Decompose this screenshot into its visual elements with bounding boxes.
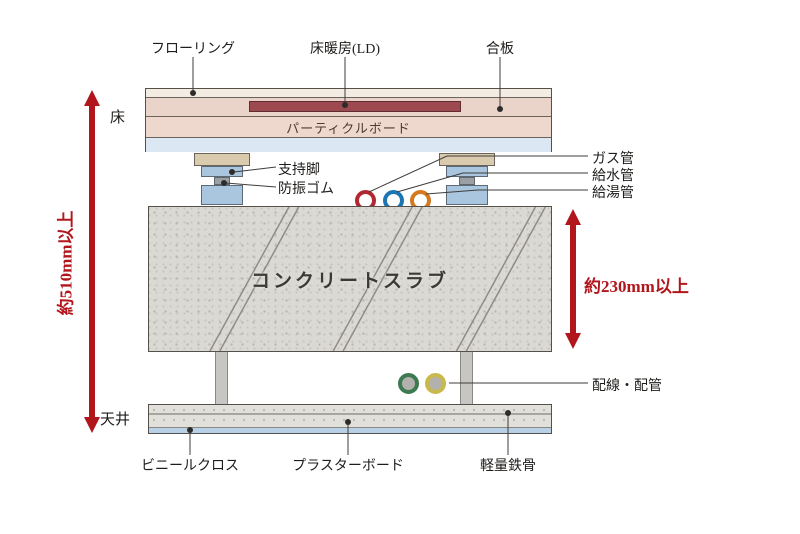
lightweight-steel-label: 軽量鉄骨 [480, 459, 536, 474]
particle-board-label: パーティクルボード [286, 120, 411, 136]
floor-heating-label: 床暖房(LD) [310, 42, 380, 57]
support-leg-base [446, 185, 488, 205]
support-leg-body [446, 166, 488, 177]
support-leg-right [439, 153, 495, 205]
vinyl-cloth-layer [149, 428, 551, 433]
vinyl-cloth-label: ビニールクロス [141, 459, 239, 474]
plaster-board-label: プラスターボード [292, 459, 404, 474]
vibration-rubber-label: 防振ゴム [278, 182, 334, 197]
flooring-layer [146, 89, 551, 98]
lightweight-steel-frame [149, 413, 551, 415]
flooring-label: フローリング [151, 42, 235, 57]
water-supply-pipe-label: 給水管 [592, 169, 634, 184]
ceiling-label: 天井 [100, 412, 131, 428]
wiring-circle-green [398, 373, 419, 394]
support-leg-label: 支持脚 [278, 163, 320, 178]
slab-hatch-lines [209, 207, 546, 351]
base-board-layer [146, 138, 551, 152]
concrete-slab: コンクリートスラブ [148, 206, 552, 352]
wiring-piping-label: 配線・配管 [592, 379, 662, 394]
support-leg-base [201, 185, 243, 205]
support-leg-left [194, 153, 250, 205]
hanger-post-right [460, 352, 473, 404]
floor-label: 床 [110, 110, 126, 126]
floor-heating-strip [249, 101, 461, 112]
wiring-circle-yellow [425, 373, 446, 394]
support-leg-plate [439, 153, 495, 166]
ceiling-assembly [148, 404, 552, 434]
total-height-arrow [84, 90, 100, 433]
particle-board-layer: パーティクルボード [146, 117, 551, 138]
slab-thickness-arrow [565, 209, 581, 349]
total-height-dimension-label: 約510mm以上 [56, 210, 76, 316]
plywood-layer [146, 98, 551, 117]
gas-pipe-label: ガス管 [592, 152, 634, 167]
hanger-post-left [215, 352, 228, 404]
floor-assembly: パーティクルボード [145, 88, 552, 152]
plywood-label: 合板 [486, 42, 514, 57]
vibration-rubber-pad [214, 177, 230, 185]
concrete-slab-label: コンクリートスラブ [250, 270, 449, 292]
vibration-rubber-pad [459, 177, 475, 185]
slab-thickness-dimension-label: 約230mm以上 [584, 277, 689, 296]
hot-water-pipe-label: 給湯管 [592, 186, 634, 201]
plaster-board-layer [149, 405, 551, 428]
support-leg-body [201, 166, 243, 177]
support-leg-plate [194, 153, 250, 166]
